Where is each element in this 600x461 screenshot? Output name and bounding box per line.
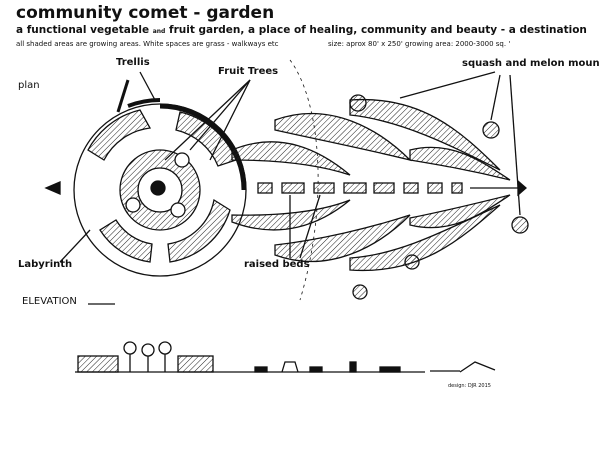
subtitle-and: and (152, 28, 166, 35)
trellis-arc (127, 98, 161, 108)
subtitle-part1: a functional vegetable (16, 24, 150, 36)
tail-bed (274, 214, 411, 263)
page-title: community comet - garden (16, 3, 275, 23)
tail-bed (231, 141, 351, 176)
elevation-drawing (75, 303, 496, 373)
squash-label: squash and melon mounds (462, 58, 600, 69)
right-arrow-icon (517, 179, 527, 197)
subtitle-part2: fruit garden, a place of healing, commun… (169, 24, 587, 36)
shading-note: all shaded areas are growing areas. Whit… (16, 40, 279, 48)
tail-bed (231, 199, 351, 231)
labyrinth-label: Labyrinth (18, 259, 73, 270)
labyrinth-drawing (73, 103, 247, 277)
plan-label: plan (18, 80, 40, 91)
designer-credit: design: DJR 2015 (448, 383, 491, 389)
raised-beds-label: raised beds (244, 259, 310, 270)
size-note: size: aprox 80' x 250' growing area: 200… (328, 40, 511, 48)
elevation-label: ELEVATION (22, 296, 77, 307)
squash-mounds (349, 94, 529, 300)
fruit-trees-label: Fruit Trees (218, 66, 279, 77)
raised-beds-row (257, 182, 463, 194)
left-arrow-icon (44, 181, 61, 195)
tail-bed (349, 98, 501, 171)
trellis-label: Trellis (116, 57, 150, 68)
subtitle: a functional vegetable and fruit garden,… (16, 24, 587, 36)
